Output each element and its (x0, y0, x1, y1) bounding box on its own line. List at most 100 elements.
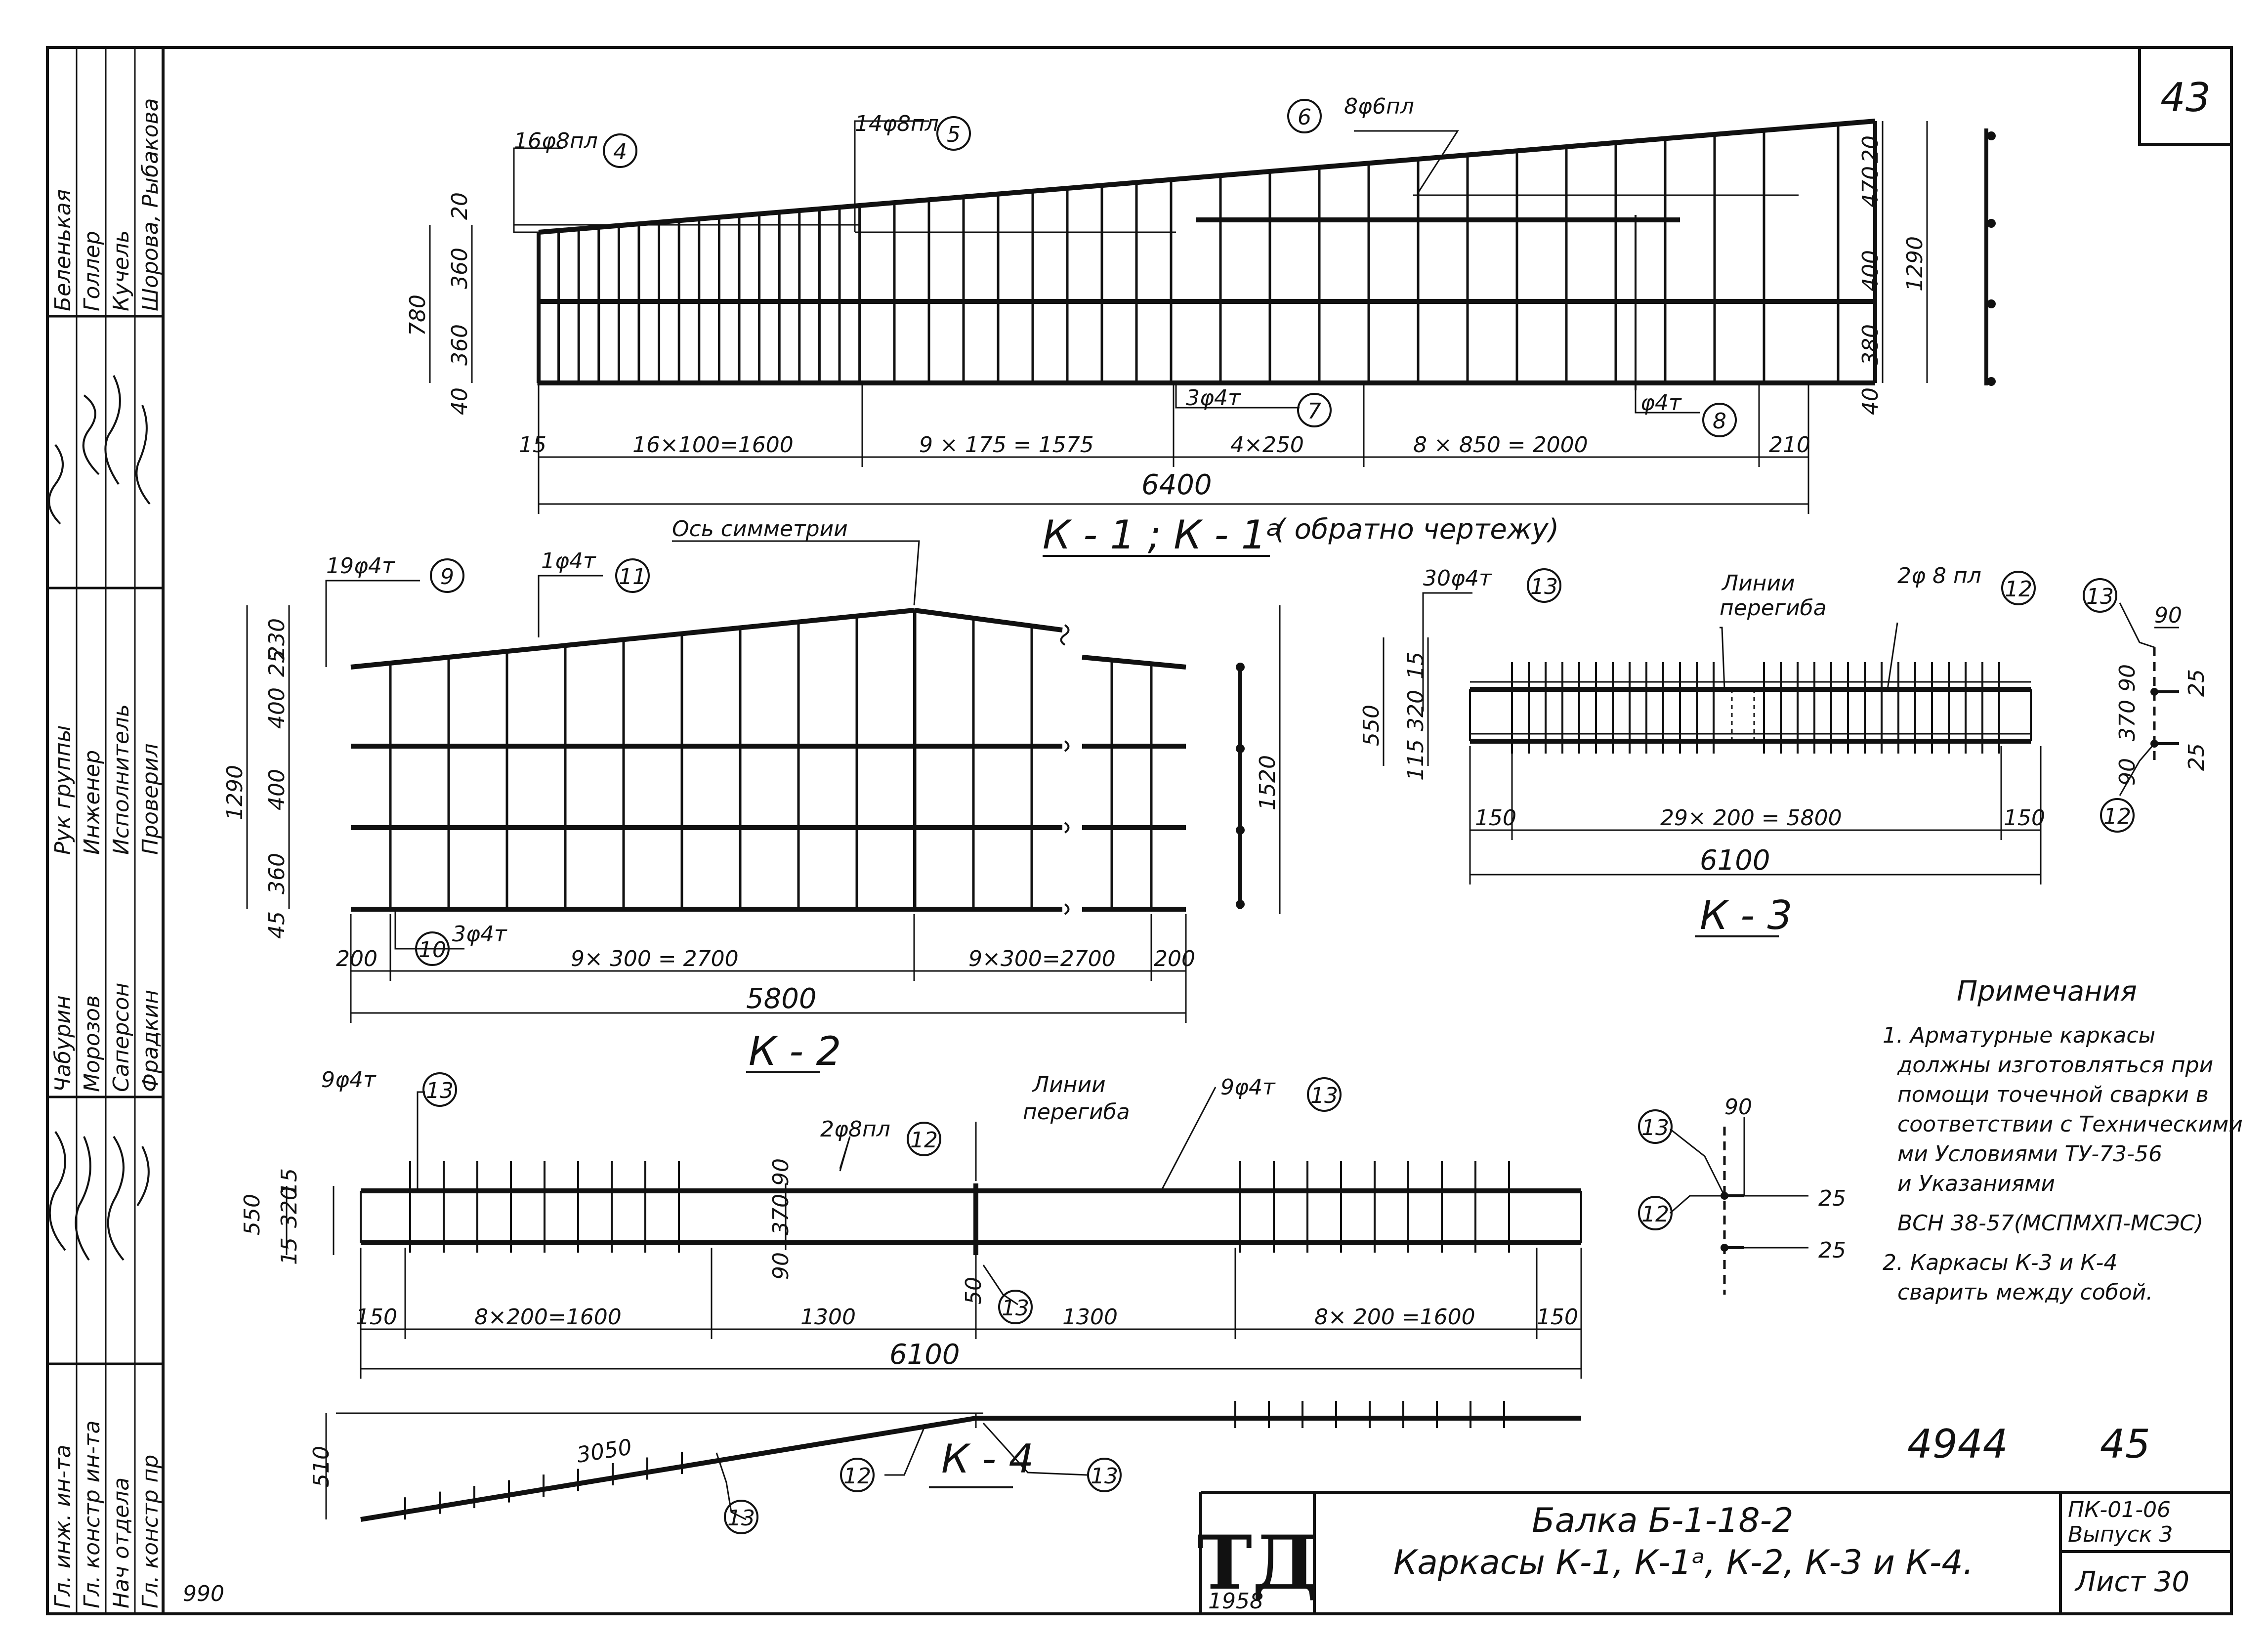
k3-callout-12-text: 2φ 8 пл (1897, 563, 1981, 589)
k2-section-dot (1236, 826, 1245, 835)
k2-left-5: 45 (264, 911, 290, 939)
k2-left-1: 25 (264, 649, 290, 677)
k2-callout-9-num: 9 (440, 564, 454, 589)
k2-left-2: 400 (264, 687, 290, 729)
k3-sec-dim-5: 25 (2184, 743, 2209, 771)
k2-left-total: 1290 (222, 765, 248, 820)
k1-callout-7-text: 3φ4т (1186, 385, 1241, 411)
page-number: 43 (2160, 75, 2211, 121)
k4-sec-dim-0: 90 (1724, 1095, 1752, 1120)
k1-section-dot (1987, 219, 1996, 228)
k4-frame-drawing (360, 1188, 1582, 1245)
notes-line-2: помощи точечной сварки в (1897, 1082, 2209, 1107)
notes-line-7: 2. Каркасы К-3 и К-4 (1883, 1250, 2117, 1275)
k1-right-4: 40 (1858, 387, 1883, 415)
k4-lower-12-num: 12 (843, 1464, 871, 1489)
k4-inner-2: 90 (768, 1252, 794, 1280)
k2-auxiliary (246, 540, 1281, 1023)
k4-dim-0: 150 (356, 1305, 397, 1330)
k3-title: К - 3 (1700, 892, 1792, 938)
k1-left-total: 780 (405, 295, 430, 336)
frame (46, 46, 2233, 1615)
k4-callout-13a-bubble (422, 1072, 457, 1107)
k1-callout-7-num: 7 (1307, 399, 1321, 424)
k3-left-1: 320 (1403, 690, 1428, 731)
k4-dim-5: 150 (1537, 1305, 1578, 1330)
k2-dim-0: 200 (336, 946, 378, 971)
k4-texts: 9φ4т 13 2φ8пл 12 9φ4т 13 Линии перегиба … (240, 1067, 1846, 1534)
k2-title: К - 2 (749, 1028, 841, 1074)
strip-b3-3: Фрадкин (138, 990, 163, 1092)
k4-callout-13b-bubble (1307, 1077, 1342, 1112)
k1-dim-3: 4×250 (1230, 432, 1304, 458)
strip-b2-1: Инженер (80, 750, 105, 855)
k3-dim-2: 150 (2004, 805, 2045, 831)
k4-sec-13-num: 13 (1641, 1115, 1669, 1140)
k2-callout-10-text: 3φ4т (452, 922, 507, 947)
k4-callout-13a-num: 13 (426, 1078, 454, 1103)
notes-line-4: ми Условиями ТУ-73-56 (1897, 1141, 2162, 1167)
k1-title: К - 1 ; К - 1ᵃ (1043, 512, 1282, 558)
k1-right-1: 470 (1858, 166, 1883, 208)
k2-callout-11-text: 1φ4т (541, 548, 596, 574)
issue: Выпуск 3 (2068, 1522, 2173, 1547)
k3-callout-13-num: 13 (1530, 574, 1558, 599)
k4-lower-12-bubble (840, 1458, 875, 1492)
k3-callout-13-text: 30φ4т (1423, 566, 1492, 591)
k1-left-1: 360 (447, 248, 472, 289)
k2-callout-11-bubble (615, 558, 650, 593)
k1-callout-4-num: 4 (613, 139, 627, 165)
notes-line-5: и Указаниями (1897, 1171, 2055, 1196)
k2-callout-10-num: 10 (419, 937, 446, 963)
k1-callout-5-bubble (936, 116, 971, 151)
k3-bend-label-1: Линии (1721, 571, 1795, 596)
k3-texts: 30φ4т 13 Линии перегиба 2φ 8 пл 12 13 12… (1359, 563, 2209, 938)
k1-callout-8-bubble (1702, 403, 1737, 437)
k4-callout-12-num: 12 (910, 1128, 938, 1153)
k4-sec-13-bubble (1638, 1109, 1673, 1144)
k4-callout-13b-num: 13 (1310, 1083, 1338, 1108)
k1-title-note: ( обратно чертежу) (1275, 513, 1559, 546)
k1-right-2: 400 (1858, 250, 1883, 292)
k4-sec-12-bubble (1638, 1196, 1673, 1230)
k1-dim-0: 15 (519, 432, 546, 458)
k2-left-4: 360 (264, 853, 290, 894)
k1-callout-8-text: φ4т (1640, 390, 1682, 416)
k1-section-dot (1987, 299, 1996, 308)
k3-sec-dim-0: 90 (2154, 603, 2182, 628)
title-block: ТД 1958 Балка Б-1-18-2 Каркасы К-1, К-1ᵃ… (1197, 1491, 2231, 1614)
year: 1958 (1208, 1589, 1263, 1614)
k2-section-dot (1236, 744, 1245, 753)
k3-sec-13-bubble (2083, 578, 2117, 613)
k2-left-0: 230 (264, 618, 290, 660)
strip-b2-2: Исполнитель (109, 704, 134, 855)
strip-b1-0: Беленькая (50, 189, 76, 311)
k4-callout-13a-text: 9φ4т (321, 1067, 377, 1093)
k3-total: 6100 (1700, 844, 1770, 877)
k4-inner-1: 370 (768, 1194, 794, 1235)
notes-line-3: соответствии с Техническими (1897, 1112, 2243, 1137)
k4-bend-label-1: Линии (1032, 1072, 1106, 1097)
signatures-block3 (48, 1131, 150, 1261)
k3-bend-label-2: перегиба (1720, 595, 1827, 621)
k3-sec-dim-2: 370 (2115, 700, 2140, 741)
series: ПК-01-06 (2068, 1497, 2171, 1522)
k3-callout-12-num: 12 (2005, 577, 2032, 602)
k4-callout-13c-bubble (998, 1290, 1033, 1324)
k4-section-dot (1721, 1244, 1728, 1252)
title-line-2: Каркасы К-1, К-1ᵃ, К-2, К-3 и К-4. (1393, 1543, 1974, 1582)
k1-left-0: 20 (447, 192, 472, 220)
k4-callout-13b-text: 9φ4т (1220, 1075, 1276, 1100)
k1-callout-4-text: 16φ8пл (514, 128, 598, 154)
notes-line-8: сварить между собой. (1897, 1280, 2153, 1305)
k1-callout-4-bubble (603, 133, 637, 168)
k1-callout-5-text: 14φ8пл (855, 111, 939, 136)
k3-left-2: 15 (1403, 652, 1428, 679)
k1-dim-5: 210 (1769, 432, 1810, 458)
title-line-1: Балка Б-1-18-2 (1532, 1501, 1793, 1540)
k2-callout-11-num: 11 (619, 564, 646, 589)
strip-b3-0: Чабурин (50, 995, 76, 1092)
k3-dim-0: 150 (1475, 805, 1516, 831)
strip-b2-0: Рук группы (50, 725, 76, 855)
k1-callout-6-text: 8φ6пл (1344, 94, 1414, 119)
